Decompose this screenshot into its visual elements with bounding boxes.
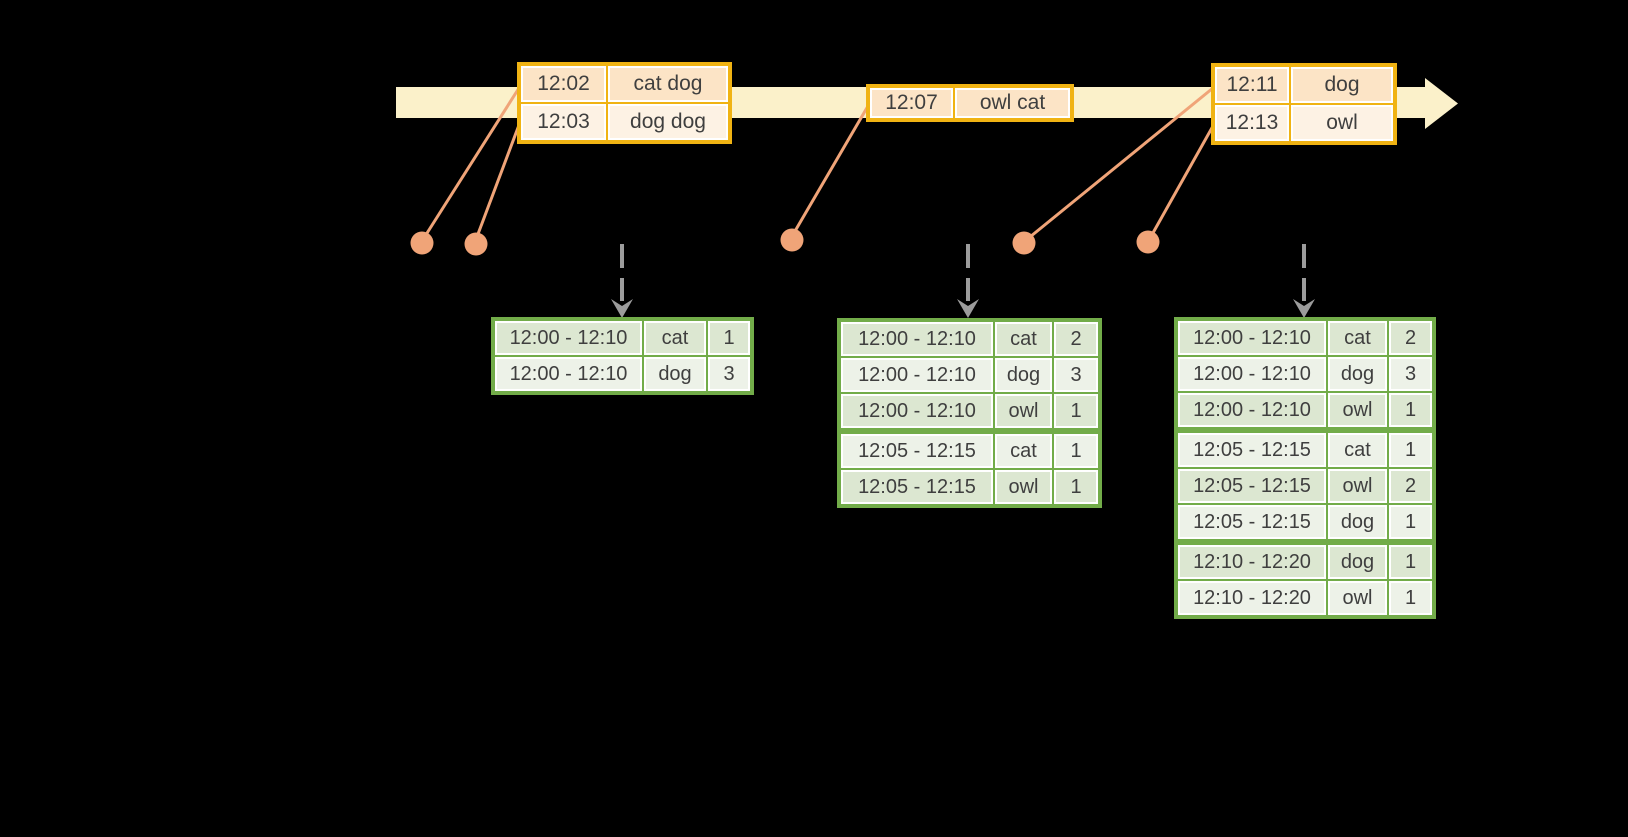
- window-cell: 12:00 - 12:10: [838, 319, 995, 358]
- table-row: 12:00 - 12:10 dog 3: [1175, 355, 1435, 393]
- timeline-arrowhead-icon: [1425, 78, 1458, 129]
- window-cell: 12:00 - 12:10: [838, 356, 995, 394]
- window-cell: 12:10 - 12:20: [1175, 539, 1328, 581]
- event-connector-line: [1147, 125, 1215, 241]
- count-cell: 1: [1052, 428, 1101, 470]
- count-cell: 1: [1387, 391, 1435, 431]
- event-time-cell: 12:03: [518, 102, 608, 143]
- word-cell: dog: [642, 355, 708, 394]
- event-box-2: 12:07 owl cat: [866, 84, 1074, 122]
- table-row: 12:10 - 12:20 dog 1: [1175, 539, 1435, 581]
- trigger-arrowhead-icon: [957, 299, 979, 318]
- word-cell: dog: [1326, 355, 1389, 393]
- event-row: 12:02 cat dog: [518, 63, 731, 104]
- table-row: 12:05 - 12:15 owl 2: [1175, 467, 1435, 505]
- count-cell: 3: [706, 355, 753, 394]
- count-cell: 1: [1387, 427, 1435, 469]
- event-row: 12:03 dog dog: [518, 102, 731, 143]
- word-cell: cat: [1326, 427, 1389, 469]
- event-dot-icon: [464, 232, 488, 256]
- word-cell: cat: [993, 428, 1054, 470]
- event-words-cell: cat dog: [606, 63, 731, 104]
- word-cell: owl: [993, 468, 1054, 507]
- event-row: 12:11 dog: [1212, 64, 1396, 105]
- window-cell: 12:10 - 12:20: [1175, 579, 1328, 618]
- event-dot-icon: [410, 231, 434, 255]
- count-cell: 3: [1052, 356, 1101, 394]
- table-row: 12:05 - 12:15 cat 1: [838, 428, 1101, 470]
- event-row: 12:07 owl cat: [867, 85, 1073, 121]
- word-cell: dog: [993, 356, 1054, 394]
- word-cell: owl: [1326, 467, 1389, 505]
- window-cell: 12:00 - 12:10: [492, 355, 644, 394]
- table-row: 12:00 - 12:10 dog 3: [838, 356, 1101, 394]
- event-time-cell: 12:07: [867, 85, 955, 121]
- count-cell: 2: [1387, 467, 1435, 505]
- count-cell: 1: [1387, 579, 1435, 618]
- table-row: 12:00 - 12:10 dog 3: [492, 355, 753, 394]
- trigger-arrowhead-icon: [1293, 299, 1315, 318]
- event-words-cell: owl: [1289, 103, 1396, 144]
- count-cell: 1: [706, 318, 753, 357]
- trigger-arrowhead-icon: [611, 299, 633, 318]
- result-table-3: 12:00 - 12:10 cat 2 12:00 - 12:10 dog 3 …: [1174, 317, 1436, 619]
- table-row: 12:05 - 12:15 cat 1: [1175, 427, 1435, 469]
- event-connector-line: [473, 124, 521, 243]
- window-cell: 12:00 - 12:10: [1175, 318, 1328, 357]
- event-dot-icon: [1012, 231, 1036, 255]
- word-cell: owl: [1326, 391, 1389, 431]
- result-table-1: 12:00 - 12:10 cat 1 12:00 - 12:10 dog 3: [491, 317, 754, 395]
- count-cell: 2: [1052, 319, 1101, 358]
- event-connector-line: [1024, 86, 1214, 243]
- event-box-3: 12:11 dog 12:13 owl: [1211, 63, 1397, 145]
- table-row: 12:10 - 12:20 owl 1: [1175, 579, 1435, 618]
- event-dot-icon: [1136, 230, 1160, 254]
- event-time-cell: 12:02: [518, 63, 608, 104]
- table-row: 12:00 - 12:10 cat 2: [1175, 318, 1435, 357]
- event-dot-icon: [780, 228, 804, 252]
- word-cell: owl: [993, 392, 1054, 432]
- table-row: 12:00 - 12:10 cat 2: [838, 319, 1101, 358]
- event-row: 12:13 owl: [1212, 103, 1396, 144]
- count-cell: 1: [1052, 392, 1101, 432]
- count-cell: 1: [1052, 468, 1101, 507]
- event-box-1: 12:02 cat dog 12:03 dog dog: [517, 62, 732, 144]
- count-cell: 1: [1387, 503, 1435, 543]
- window-cell: 12:00 - 12:10: [1175, 391, 1328, 431]
- window-cell: 12:05 - 12:15: [1175, 427, 1328, 469]
- window-cell: 12:00 - 12:10: [1175, 355, 1328, 393]
- window-cell: 12:05 - 12:15: [1175, 467, 1328, 505]
- event-time-cell: 12:13: [1212, 103, 1291, 144]
- window-cell: 12:00 - 12:10: [492, 318, 644, 357]
- word-cell: cat: [1326, 318, 1389, 357]
- count-cell: 2: [1387, 318, 1435, 357]
- word-cell: cat: [993, 319, 1054, 358]
- count-cell: 1: [1387, 539, 1435, 581]
- window-cell: 12:05 - 12:15: [838, 428, 995, 470]
- table-row: 12:05 - 12:15 dog 1: [1175, 503, 1435, 543]
- table-row: 12:00 - 12:10 cat 1: [492, 318, 753, 357]
- event-words-cell: dog: [1289, 64, 1396, 105]
- table-row: 12:00 - 12:10 owl 1: [1175, 391, 1435, 431]
- word-cell: dog: [1326, 503, 1389, 543]
- count-cell: 3: [1387, 355, 1435, 393]
- event-connector-line: [789, 105, 870, 239]
- event-time-cell: 12:11: [1212, 64, 1291, 105]
- table-row: 12:00 - 12:10 owl 1: [838, 392, 1101, 432]
- result-table-2: 12:00 - 12:10 cat 2 12:00 - 12:10 dog 3 …: [837, 318, 1102, 508]
- window-cell: 12:05 - 12:15: [838, 468, 995, 507]
- event-connector-line: [420, 87, 521, 242]
- window-cell: 12:05 - 12:15: [1175, 503, 1328, 543]
- word-cell: owl: [1326, 579, 1389, 618]
- word-cell: dog: [1326, 539, 1389, 581]
- event-words-cell: dog dog: [606, 102, 731, 143]
- word-cell: cat: [642, 318, 708, 357]
- window-cell: 12:00 - 12:10: [838, 392, 995, 432]
- event-words-cell: owl cat: [953, 85, 1073, 121]
- table-row: 12:05 - 12:15 owl 1: [838, 468, 1101, 507]
